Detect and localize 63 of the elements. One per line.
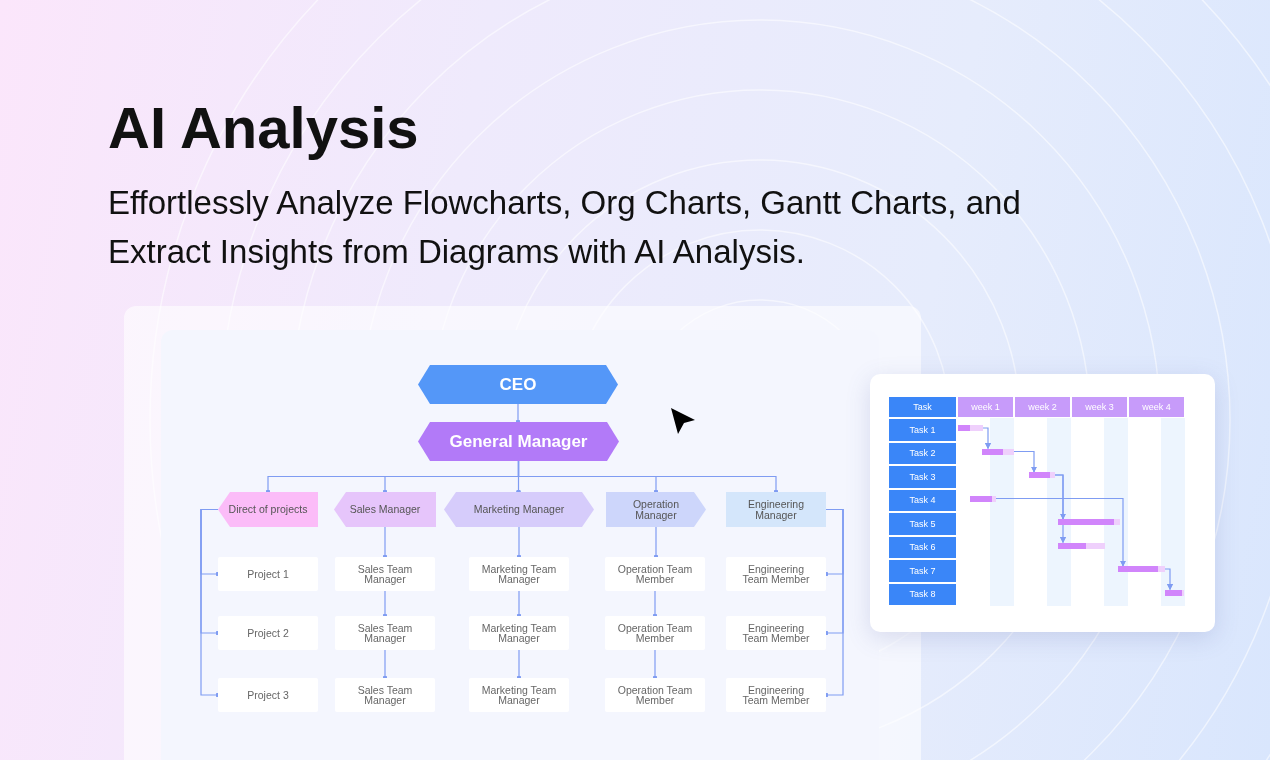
- connector-line: [652, 649, 658, 681]
- member-card: Project 2: [218, 616, 318, 650]
- arrow: [1054, 474, 1066, 544]
- header-cell: week 2: [1014, 396, 1071, 418]
- task-bar: [1058, 542, 1105, 549]
- member-card: Project 1: [218, 557, 318, 591]
- header-cell: week 1: [957, 396, 1014, 418]
- row-header-cell: Task 8: [888, 582, 957, 606]
- member-card: Marketing Team Manager: [469, 616, 569, 650]
- header-cell: week 3: [1071, 396, 1128, 418]
- task-bar: [982, 448, 1014, 455]
- member-card: Engineering Team Member: [726, 616, 826, 650]
- connector-line: [200, 508, 221, 698]
- member-card: Operation Team Member: [605, 678, 705, 712]
- member-card: Operation Team Member: [605, 616, 705, 650]
- row-header-cell: Task 4: [888, 488, 957, 512]
- member-card: Sales Team Manager: [335, 557, 435, 591]
- arrow: [982, 427, 991, 450]
- role-hexagon: Marketing Manager: [444, 492, 594, 527]
- row-header-cell: Task 2: [888, 441, 957, 465]
- connector-line: [517, 460, 779, 495]
- role-hexagon: General Manager: [418, 422, 619, 461]
- connector-line: [382, 526, 388, 560]
- row-header-cell: Task 5: [888, 512, 957, 536]
- row-header-cell: Task 3: [888, 465, 957, 489]
- role-hexagon: Operation Manager: [606, 492, 706, 527]
- connector-line: [823, 508, 844, 698]
- member-card: Marketing Team Manager: [469, 557, 569, 591]
- member-card: Sales Team Manager: [335, 616, 435, 650]
- member-card: Engineering Team Member: [726, 557, 826, 591]
- connector-line: [652, 590, 658, 619]
- member-card: Project 3: [218, 678, 318, 712]
- role-hexagon: CEO: [418, 365, 618, 404]
- task-bar: [1165, 589, 1184, 596]
- task-bar: [1058, 519, 1120, 525]
- role-hexagon: Direct of projects: [218, 492, 318, 527]
- row-header-cell: Task 6: [888, 535, 957, 559]
- task-bar: [1029, 472, 1055, 478]
- connector-line: [515, 403, 521, 425]
- title: AI Analysis: [108, 94, 420, 162]
- member-card: Marketing Team Manager: [469, 678, 569, 712]
- row-header-cell: Task 7: [888, 559, 957, 583]
- task-bar: [958, 425, 983, 431]
- connector-line: [382, 649, 388, 681]
- arrow: [995, 497, 1126, 567]
- member-card: Sales Team Manager: [335, 678, 435, 712]
- connector-line: [516, 526, 522, 560]
- arrow: [1164, 568, 1173, 591]
- member-card: Operation Team Member: [605, 557, 705, 591]
- header-cell: week 4: [1128, 396, 1185, 418]
- header-cell: Task: [888, 396, 957, 418]
- role-hexagon: Sales Manager: [334, 492, 436, 527]
- arrow: [1013, 450, 1037, 473]
- subtitle: Effortlessly Analyze Flowcharts, Org Charts, Gantt Charts, and Extract Insights from Diagrams with AI Analysis.: [108, 183, 1022, 272]
- role-box: Engineering Manager: [726, 492, 826, 527]
- task-bar: [970, 495, 996, 502]
- member-card: Engineering Team Member: [726, 678, 826, 712]
- row-header-cell: Task 1: [888, 418, 957, 442]
- task-bar: [1118, 566, 1165, 572]
- connector-line: [382, 590, 388, 619]
- connector-line: [516, 649, 522, 681]
- connector-line: [653, 526, 659, 560]
- connector-line: [516, 590, 522, 619]
